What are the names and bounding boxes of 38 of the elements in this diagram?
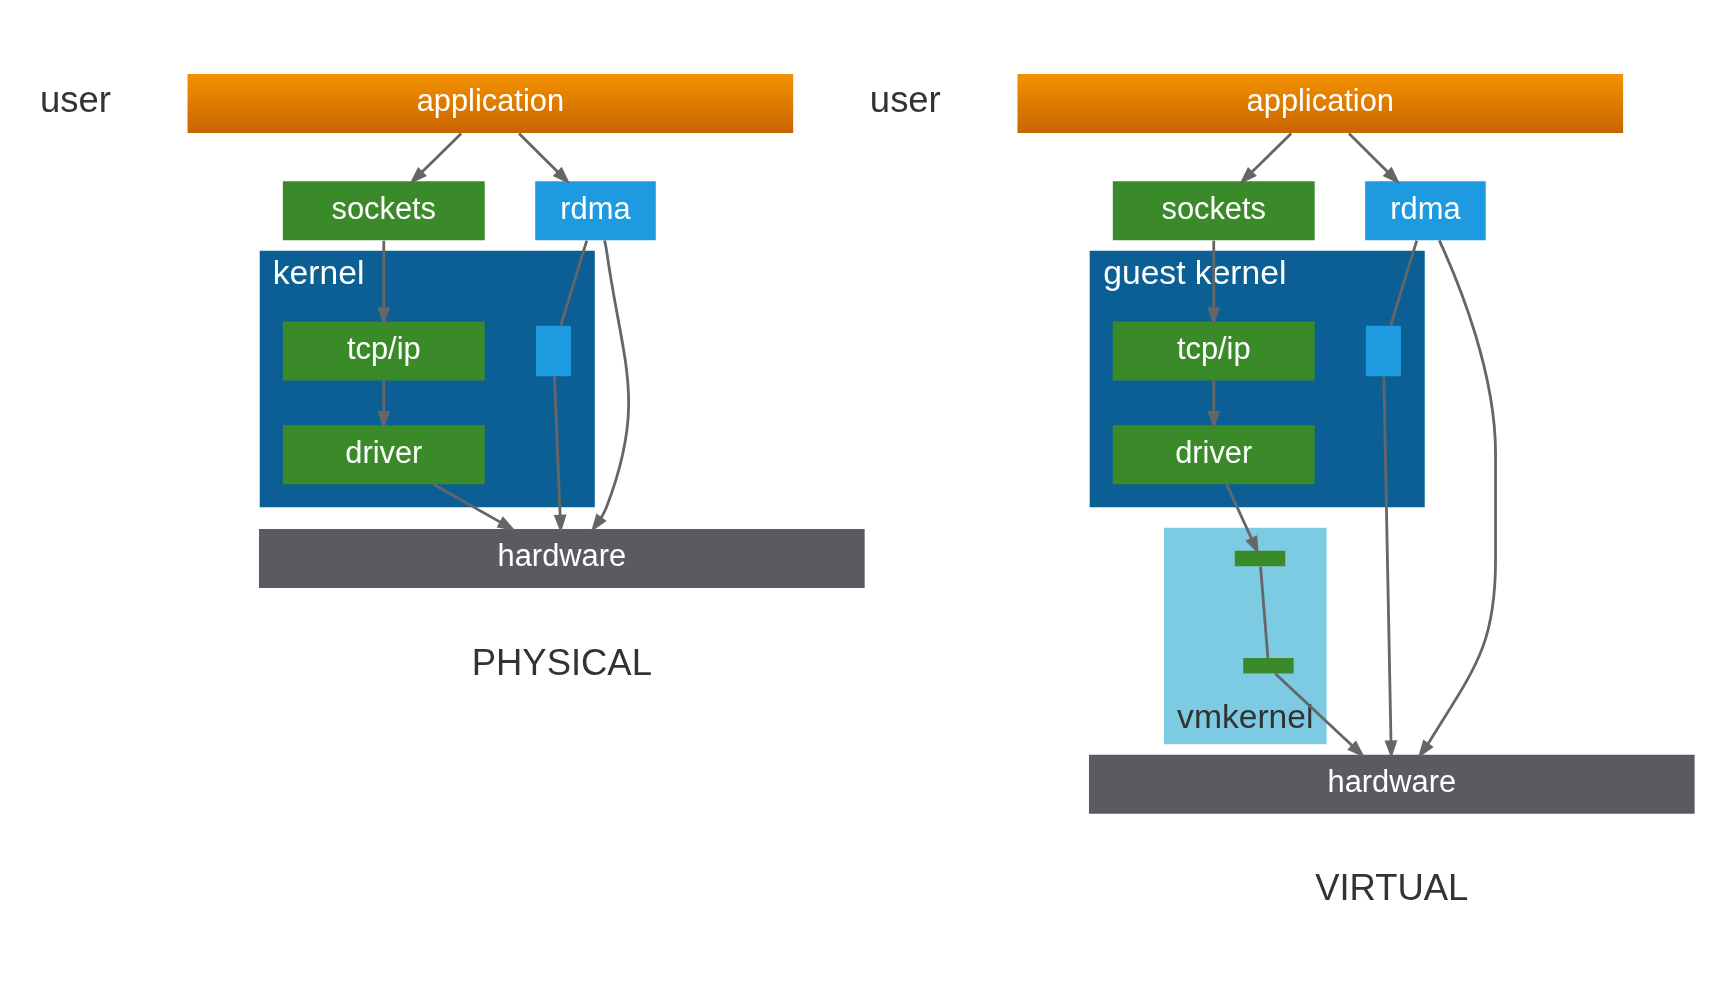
arrow (1274, 672, 1365, 758)
arrow (377, 240, 391, 325)
arrow (1348, 132, 1401, 184)
cluster: vmkernel (1164, 527, 1327, 744)
label: VIRTUAL (1315, 866, 1469, 908)
node-box: tcp/ip (282, 321, 485, 380)
node-box: hardware (1089, 754, 1695, 814)
arrow (432, 482, 516, 531)
node-box: tcp/ip (1112, 321, 1315, 380)
arrow (1207, 380, 1221, 429)
arrow (1239, 132, 1293, 184)
connector (1389, 239, 1419, 326)
arrow (1417, 239, 1497, 758)
label: user (39, 78, 111, 120)
node-box: rdma (1365, 180, 1486, 240)
label: PHYSICAL (471, 641, 652, 683)
arrow (1207, 240, 1221, 325)
node-box (1365, 325, 1401, 376)
arrow (590, 239, 631, 532)
node-box: driver (1112, 424, 1315, 484)
node-box: driver (282, 424, 485, 484)
node-bar (1234, 550, 1286, 566)
arrow (1382, 376, 1398, 758)
connector (1259, 566, 1270, 658)
arrow (553, 375, 567, 533)
node-box: application (187, 73, 794, 133)
arrow (409, 132, 463, 184)
node-bar (1243, 657, 1294, 673)
label: user (869, 78, 941, 120)
node-box: application (1017, 73, 1624, 133)
connector (559, 239, 589, 326)
arrow (377, 380, 391, 429)
node-box: sockets (282, 180, 485, 240)
arrow (518, 132, 571, 184)
node-box: sockets (1112, 180, 1315, 240)
node-box (535, 325, 571, 376)
node-box: hardware (259, 528, 865, 588)
node-box: rdma (535, 180, 656, 240)
